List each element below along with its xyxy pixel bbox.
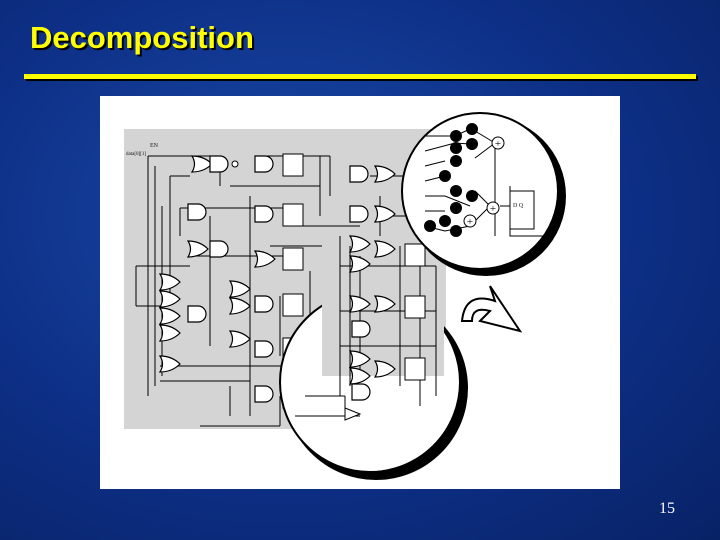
zoom-flipflop-label: D Q	[513, 203, 524, 209]
data-input-label: data[0][1]	[126, 152, 146, 157]
adder-nodes	[463, 136, 505, 228]
en-label: EN	[150, 143, 159, 149]
adder-symbol: +	[495, 138, 501, 150]
curved-arrow	[460, 285, 523, 333]
schematic-gates	[159, 153, 396, 409]
adder-symbols: + + +	[467, 138, 501, 228]
zoom-flipflop	[509, 190, 535, 230]
schematic-diagram: EN data[0][1]	[124, 112, 566, 480]
tree-nodes	[424, 123, 478, 237]
zoom-circle-lower	[279, 235, 468, 480]
page-number: 15	[659, 500, 675, 517]
decomposition-figure: EN data[0][1]	[100, 96, 620, 489]
adder-symbol: +	[490, 203, 496, 215]
title-underline	[24, 74, 696, 79]
slide-title: Decomposition	[30, 20, 254, 55]
zoom-circle-upper: + + + D Q	[401, 112, 566, 276]
adder-symbol: +	[467, 216, 473, 228]
